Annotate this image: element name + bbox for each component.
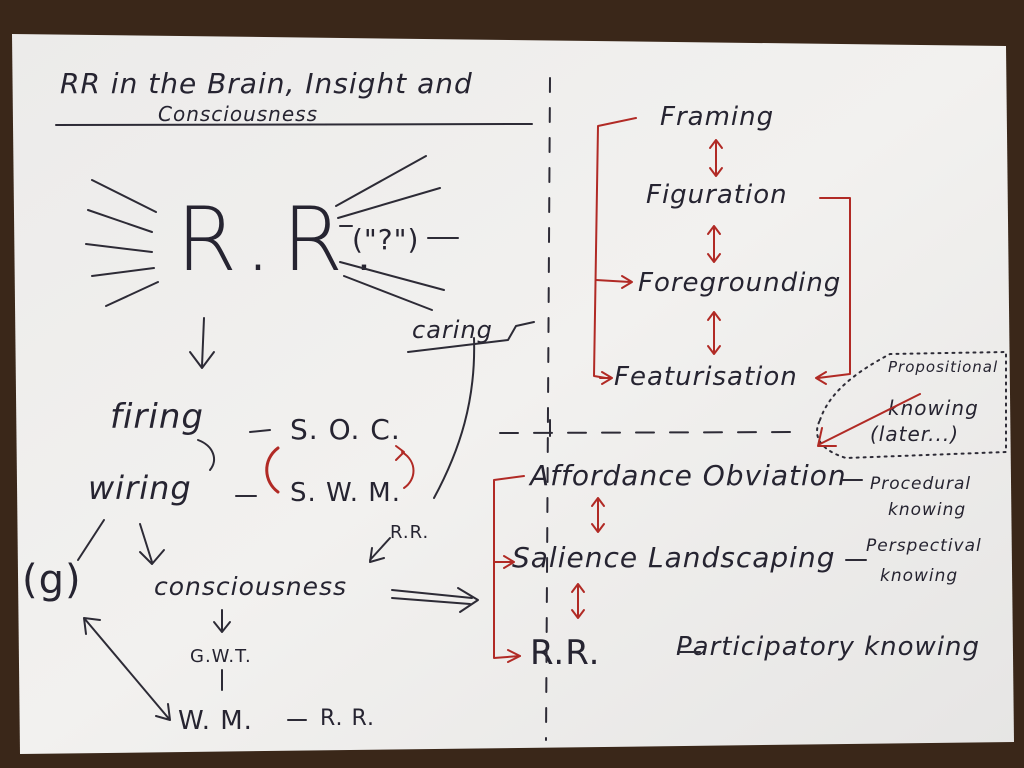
firing-wiring-bracket [197,439,215,471]
red-arrow-propositional [817,393,921,447]
ray-left [91,179,157,213]
big-rr-label: R.R. [176,188,388,291]
red-arrow-foregrounding [595,275,633,289]
double-arrow-right [391,587,479,613]
note-dotted-outline [816,351,1007,459]
ray-right [339,261,445,291]
horizontal-divider [499,431,801,434]
soc-label: S. O. C. [290,413,401,446]
question-quote: ("?") [352,223,420,256]
note-line-2: knowing [888,396,979,420]
ray-right [337,187,441,219]
red-double-arrow-5 [571,583,585,619]
rr-small-label: R.R. [390,522,430,543]
ray-left [105,281,159,307]
red-double-arrow-3 [707,311,721,355]
note-line-3: (later...) [870,422,960,446]
red-bracket-top-left [593,117,637,379]
red-bracket-bottom [493,475,525,659]
ray-left [85,243,153,253]
salience-landscaping-label: Salience Landscaping [512,541,836,574]
caring-label: caring [412,316,493,344]
arrow-wiring-consciousness [139,523,165,565]
caring-underline [407,321,535,353]
perspectival-knowing-label-2: knowing [880,566,959,586]
rr-participatory-label: R.R. [530,633,601,673]
affordance-obviation-label: Affordance Obviation [530,459,847,492]
vertical-divider [545,77,551,741]
g-factor-label: (g) [22,557,82,603]
firing-label: firing [110,397,204,437]
wiring-to-g-line [77,519,105,561]
consciousness-label: consciousness [154,572,348,601]
framing-label: Framing [660,102,775,132]
ray-left [87,209,153,233]
red-double-arrow-1 [709,139,723,177]
red-arrow-rr [507,649,521,663]
arrow-rr-consciousness [369,537,391,563]
red-bracket-top-right [815,197,851,385]
title-underline [55,123,533,126]
procedural-knowing-label-1: Procedural [870,474,972,494]
figuration-label: Figuration [646,180,788,210]
ray-right [335,155,427,207]
dash-soc [249,429,271,433]
red-loop-left [265,446,280,494]
red-arrow-salience [493,555,515,569]
participatory-knowing-label: Participatory knowing [676,632,981,662]
red-double-arrow-2 [707,225,721,263]
red-arrow-featurisation [599,371,613,385]
title-line-2: Consciousness [158,102,319,126]
red-loop-right [401,451,415,489]
foregrounding-label: Foregrounding [638,268,842,298]
arrow-down-gwt [213,609,231,633]
perspectival-knowing-label-1: Perspectival [866,536,982,556]
arrow-down-rr [189,317,215,369]
gwt-label: G.W.T. [190,646,252,667]
wiring-label: wiring [88,469,192,507]
featurisation-label: Featurisation [614,362,798,392]
ray-right [343,275,433,311]
caring-curve [433,337,476,499]
title-line-1: RR in the Brain, Insight and [60,67,473,100]
wm-label: W. M. [178,706,253,736]
paper-surface [12,34,1014,754]
g-wm-double-arrow [83,617,171,721]
note-line-1: Propositional [888,358,999,376]
swm-label: S. W. M. [290,478,401,508]
wm-rr-label: R. R. [320,706,375,731]
red-double-arrow-4 [591,497,605,533]
red-loop-arrowhead [395,445,405,461]
ray-left [91,267,155,277]
procedural-knowing-label-2: knowing [888,500,967,520]
